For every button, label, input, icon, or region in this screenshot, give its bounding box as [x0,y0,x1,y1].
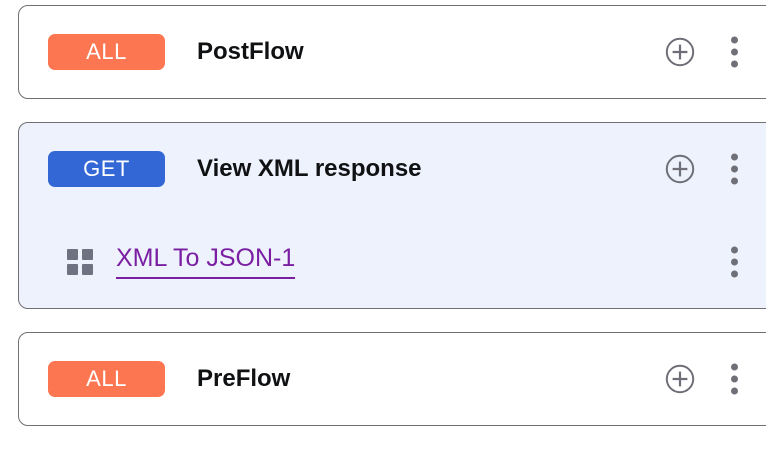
kebab-menu-icon[interactable] [731,363,738,395]
method-badge-all: ALL [48,361,165,397]
flow-header-row[interactable]: ALL PostFlow [19,6,766,98]
flow-title: PreFlow [197,365,291,392]
flow-card-view-xml-response[interactable]: GET View XML response XML To JSON-1 [18,122,766,309]
flow-title: View XML response [197,155,422,182]
kebab-menu-icon[interactable] [731,246,738,277]
flow-card-postflow[interactable]: ALL PostFlow [18,5,766,99]
flow-header-row[interactable]: ALL PreFlow [19,333,766,425]
kebab-menu-icon[interactable] [731,153,738,185]
method-badge-get: GET [48,151,165,187]
kebab-menu-icon[interactable] [731,36,738,68]
flow-step-row[interactable]: XML To JSON-1 [19,215,766,308]
plus-circle-icon[interactable] [665,37,695,67]
flow-header-row[interactable]: GET View XML response [19,123,766,215]
flow-title: PostFlow [197,38,304,65]
method-badge-all: ALL [48,34,165,70]
grid-drag-icon[interactable] [67,248,93,275]
plus-circle-icon[interactable] [665,154,695,184]
flow-card-preflow[interactable]: ALL PreFlow [18,332,766,426]
step-link-xml-to-json[interactable]: XML To JSON-1 [116,244,296,279]
plus-circle-icon[interactable] [665,364,695,394]
